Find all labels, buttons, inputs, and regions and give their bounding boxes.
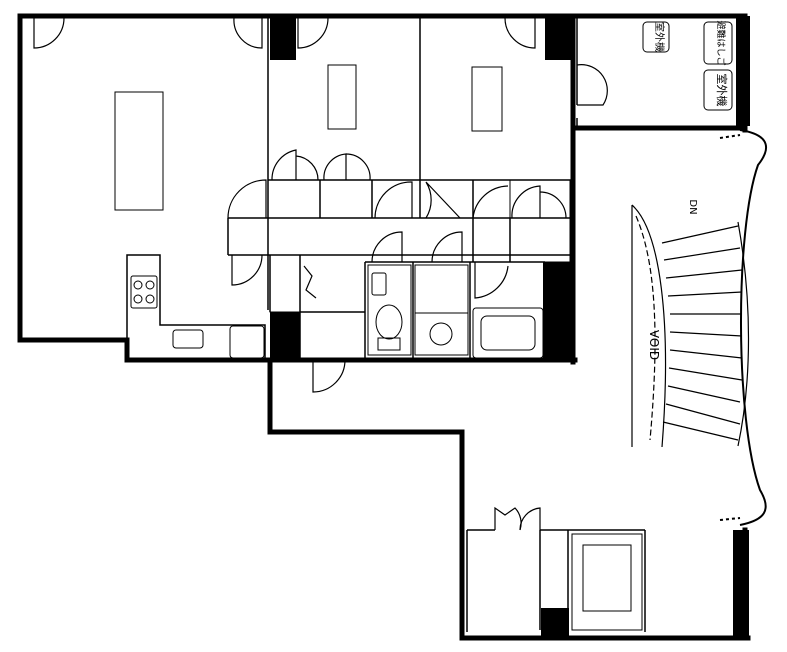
stair-dn-label: DN <box>687 199 698 214</box>
structural-columns <box>270 16 750 638</box>
outdoor-unit-label-2: 室外機 <box>653 22 666 52</box>
balcony-curve <box>719 129 767 526</box>
staircase <box>631 204 750 448</box>
outdoor-unit-label-1: 室外機 <box>715 74 729 107</box>
emergency-ladder-label: 避難はしご <box>715 20 727 65</box>
exterior-walls <box>17 13 751 641</box>
fixtures <box>114 21 733 631</box>
void-label: VOID <box>647 330 661 360</box>
door-swings <box>33 17 608 531</box>
